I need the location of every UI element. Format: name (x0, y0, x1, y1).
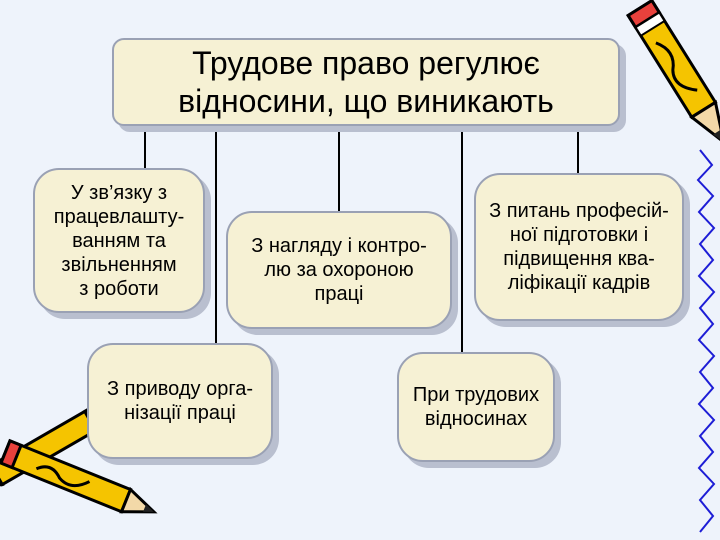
node-employment-dismissal: У зв’язку з працевлашту- ванням та звіль… (33, 168, 205, 313)
crossed-pencils-icon (0, 403, 158, 514)
connector-lines (144, 126, 579, 352)
node-labor-safety-supervision: З нагляду і контро- лю за охороною праці (226, 211, 452, 329)
node-labor-organization: З приводу орга- нізації праці (87, 343, 273, 459)
blue-squiggle-decoration (696, 149, 716, 533)
diagram-title: Трудове право регулює відносини, що вини… (112, 38, 620, 126)
node-labor-relations: При трудових відносинах (397, 352, 555, 462)
node-professional-training: З питань професій- ної підготовки і підв… (474, 173, 684, 321)
pencil-icon (626, 0, 720, 146)
